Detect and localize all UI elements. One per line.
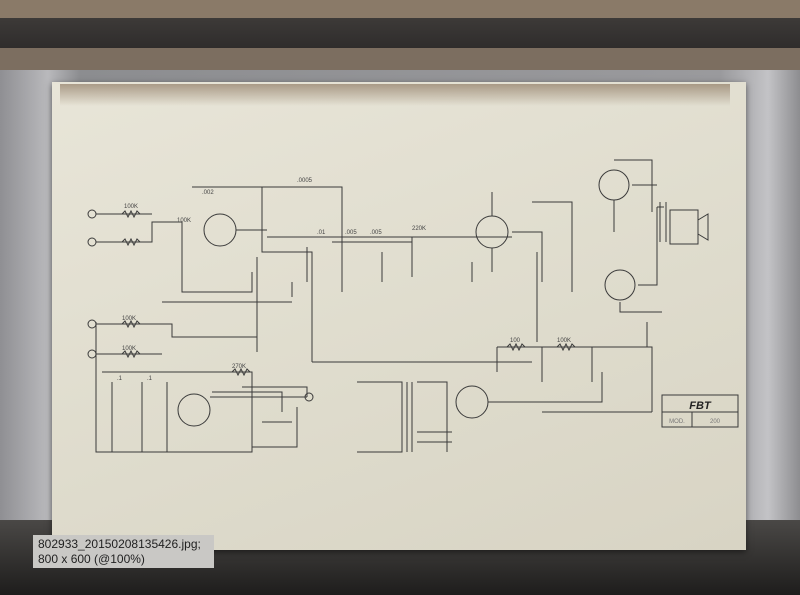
label-c2: .1	[147, 376, 153, 382]
brand-label: FBT	[689, 400, 712, 412]
label-r8: 100K	[557, 338, 571, 344]
label-r7: 100	[510, 338, 521, 344]
label-c7: .005	[370, 230, 382, 236]
model-number: 200	[710, 419, 721, 425]
input-jack-2	[87, 237, 97, 247]
label-r1: 100K	[124, 204, 138, 210]
tube-v3	[177, 393, 211, 427]
tube-v1	[203, 213, 237, 247]
output-jack-lower	[304, 392, 314, 402]
wood-shelf-top	[0, 0, 800, 20]
label-r4: 100K	[122, 346, 136, 352]
label-c6: .005	[345, 230, 357, 236]
tube-v2	[475, 215, 509, 249]
input-jack-1	[87, 209, 97, 219]
input-jack-4	[87, 349, 97, 359]
label-c1: .1	[117, 376, 123, 382]
image-dimensions: 800 x 600 (@100%)	[38, 552, 145, 566]
label-c3: .002	[202, 190, 214, 196]
amplifier-schematic: 100K 100K 100K 100K 270K .1 .1 .002 .000…	[87, 159, 739, 453]
image-info-overlay: 802933_20150208135426.jpg; 800 x 600 (@1…	[33, 535, 214, 568]
input-jack-3	[87, 319, 97, 329]
label-c5: .01	[317, 230, 326, 236]
label-r6: 220K	[412, 226, 426, 232]
speaker-box	[669, 209, 699, 245]
image-filename: 802933_20150208135426.jpg;	[38, 537, 201, 551]
paper-stain	[60, 84, 730, 106]
label-r5: 270K	[232, 364, 246, 370]
label-r3: 100K	[122, 316, 136, 322]
output-tube-2	[604, 269, 636, 301]
model-label: MOD.	[669, 419, 685, 425]
output-tube-1	[598, 169, 630, 201]
wood-shelf-band	[0, 48, 800, 70]
label-r2: 100K	[177, 218, 191, 224]
rectifier-tube	[455, 385, 489, 419]
title-block: FBT MOD. 200	[661, 394, 739, 428]
label-c4: .0005	[297, 178, 313, 184]
